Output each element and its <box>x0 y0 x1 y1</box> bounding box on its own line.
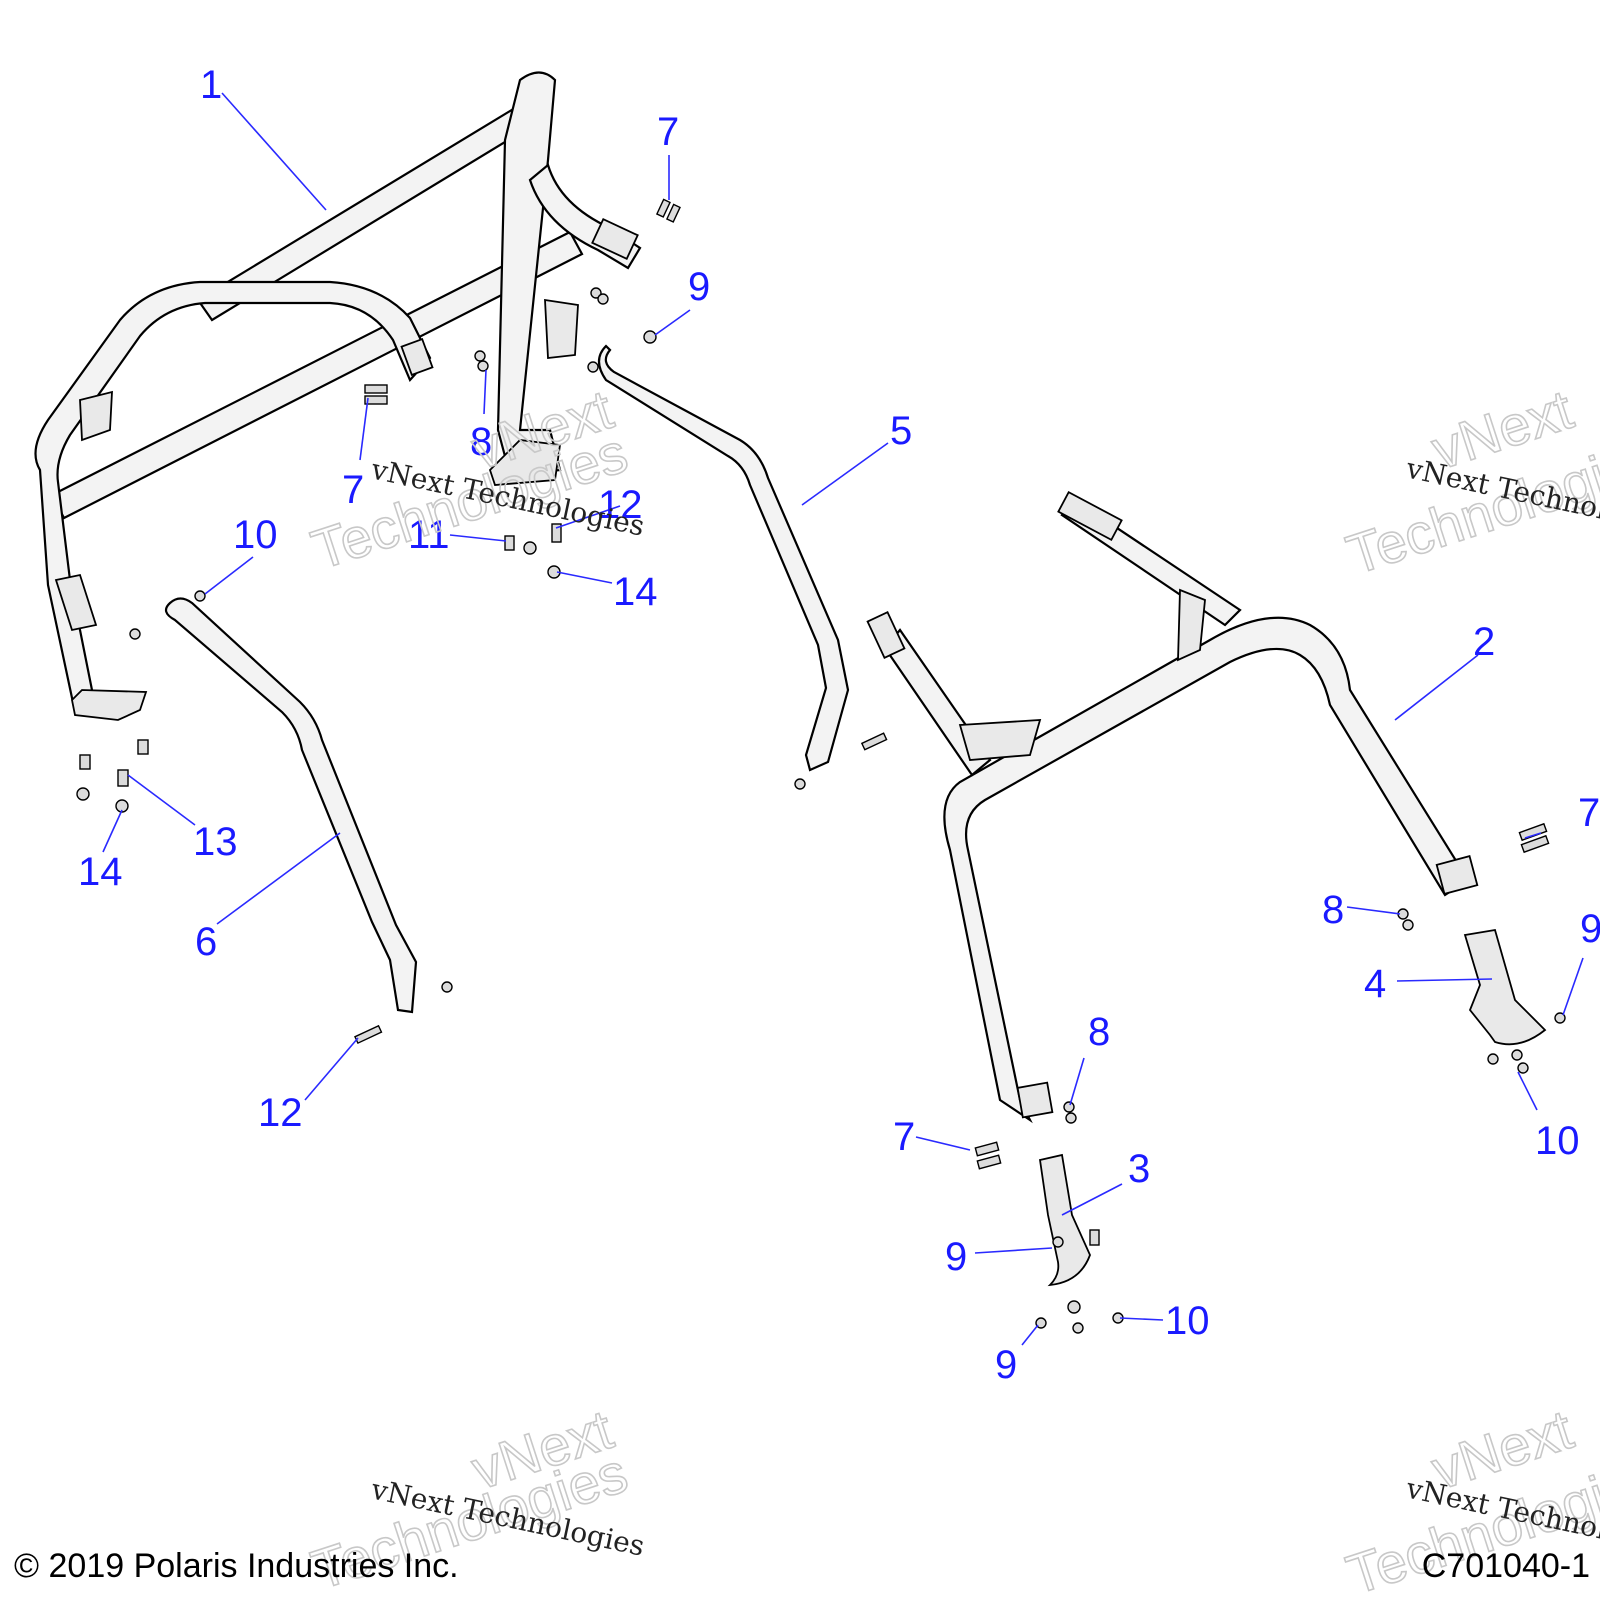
part-6-brace <box>164 597 418 1014</box>
part-2-rear-cage <box>866 490 1479 1124</box>
part-5-brace <box>597 344 850 772</box>
callout-4: 4 <box>1364 962 1386 1006</box>
callout-13: 13 <box>193 820 238 864</box>
callout-12a: 12 <box>258 1091 303 1135</box>
callout-1: 1 <box>200 63 222 107</box>
callout-11: 11 <box>408 513 450 557</box>
callout-10a: 10 <box>233 513 278 557</box>
callout-3: 3 <box>1128 1147 1150 1191</box>
callout-9b: 9 <box>1580 907 1600 951</box>
callout-2: 2 <box>1473 620 1495 664</box>
callout-8a: 8 <box>470 420 492 464</box>
callout-8b: 8 <box>1322 888 1344 932</box>
callout-5: 5 <box>890 409 912 453</box>
part-4-foot-mount <box>1463 928 1547 1046</box>
callout-9a: 9 <box>688 265 710 309</box>
callout-14a: 14 <box>78 850 123 894</box>
part-3-foot-mount <box>1038 1153 1091 1287</box>
callout-14b: 14 <box>613 570 658 614</box>
callout-10c: 10 <box>1165 1299 1210 1343</box>
hardware <box>76 198 1566 1334</box>
callout-6: 6 <box>195 920 217 964</box>
callout-7c: 7 <box>893 1115 915 1159</box>
copyright-notice: © 2019 Polaris Industries Inc. <box>14 1547 459 1585</box>
watermark-top-right: vNext Technologies vNext Technologies <box>1338 376 1600 587</box>
callout-9c: 9 <box>945 1235 967 1279</box>
callout-12b: 12 <box>598 483 643 527</box>
figure-id: C701040-1 <box>1422 1547 1590 1585</box>
callouts: 1 2 3 4 5 6 7 7 7 7 8 8 8 9 9 9 9 10 10 … <box>78 63 1600 1387</box>
callout-9d: 9 <box>995 1343 1017 1387</box>
callout-8c: 8 <box>1088 1010 1110 1054</box>
callout-7a: 7 <box>657 110 679 154</box>
callout-7d: 7 <box>1578 791 1600 835</box>
callout-7b: 7 <box>342 468 364 512</box>
callout-10b: 10 <box>1535 1119 1580 1163</box>
leader-lines <box>102 92 1584 1346</box>
part-1-front-cage <box>34 71 642 721</box>
